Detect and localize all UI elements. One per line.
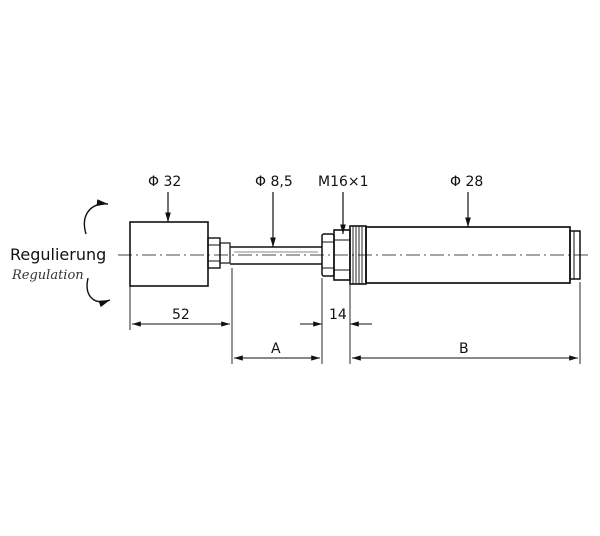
adjustment-knob <box>129 221 209 287</box>
extension-lines <box>129 268 581 364</box>
dim-14: 14 <box>329 307 347 323</box>
label-dia-32: Φ 32 <box>148 174 181 190</box>
dim-52: 52 <box>172 307 190 323</box>
label-dia-8-5: Φ 8,5 <box>255 174 293 190</box>
rotation-arrow-upper <box>83 199 109 235</box>
knob-nut <box>207 237 221 269</box>
label-dia-28: Φ 28 <box>450 174 483 190</box>
piston-rod <box>230 246 322 265</box>
label-thread: M16×1 <box>318 174 369 190</box>
label-regulation: Regulation <box>11 268 84 283</box>
dim-b: B <box>459 341 469 357</box>
dim-a: A <box>271 341 281 357</box>
rotation-arrow-lower <box>86 277 111 308</box>
label-regulierung: Regulierung <box>10 245 106 264</box>
